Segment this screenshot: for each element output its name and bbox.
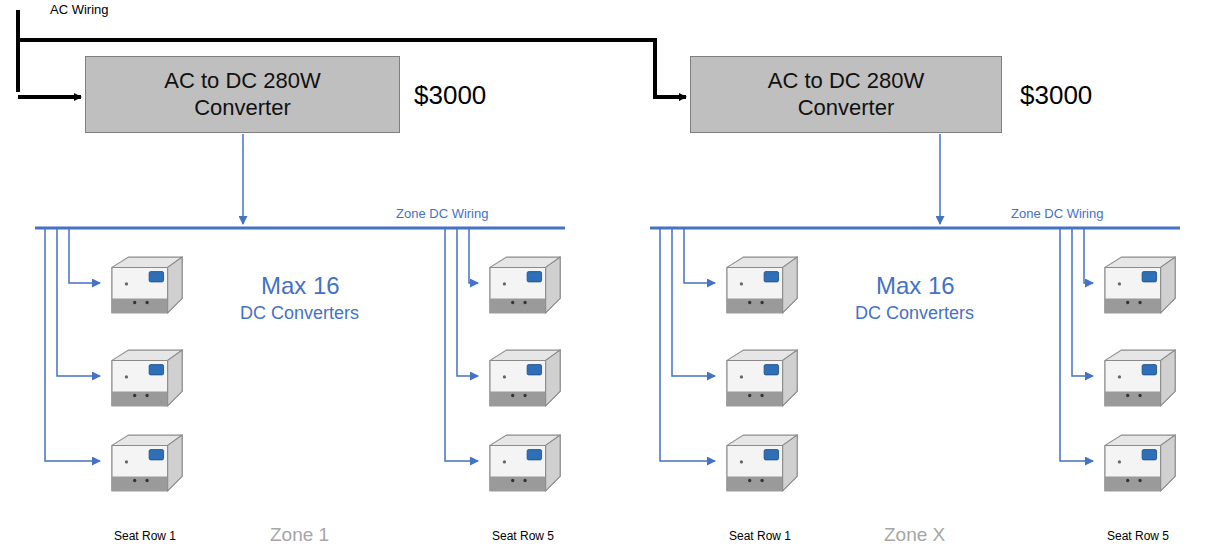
- converter-box: AC to DC 280W Converter: [690, 56, 1002, 133]
- zone-label: Zone X: [884, 524, 945, 546]
- capacity-label: Max 16: [261, 272, 340, 300]
- capacity-label: Max 16: [876, 272, 955, 300]
- wire-label: AC Wiring: [50, 3, 109, 18]
- converter-box: AC to DC 280W Converter: [85, 56, 400, 133]
- capacity-label: DC Converters: [855, 303, 974, 324]
- price-label: $3000: [1018, 81, 1094, 111]
- capacity-label: DC Converters: [240, 303, 359, 324]
- bus-label: Zone DC Wiring: [1009, 207, 1105, 222]
- price-label: $3000: [412, 81, 488, 111]
- row-label: Seat Row 1: [729, 530, 791, 544]
- bus-label: Zone DC Wiring: [394, 207, 490, 222]
- zone-label: Zone 1: [270, 524, 329, 546]
- row-label: Seat Row 5: [1107, 530, 1169, 544]
- converter-label: AC to DC 280W Converter: [751, 68, 941, 121]
- row-label: Seat Row 1: [114, 530, 176, 544]
- converter-label: AC to DC 280W Converter: [148, 68, 338, 121]
- row-label: Seat Row 5: [492, 530, 554, 544]
